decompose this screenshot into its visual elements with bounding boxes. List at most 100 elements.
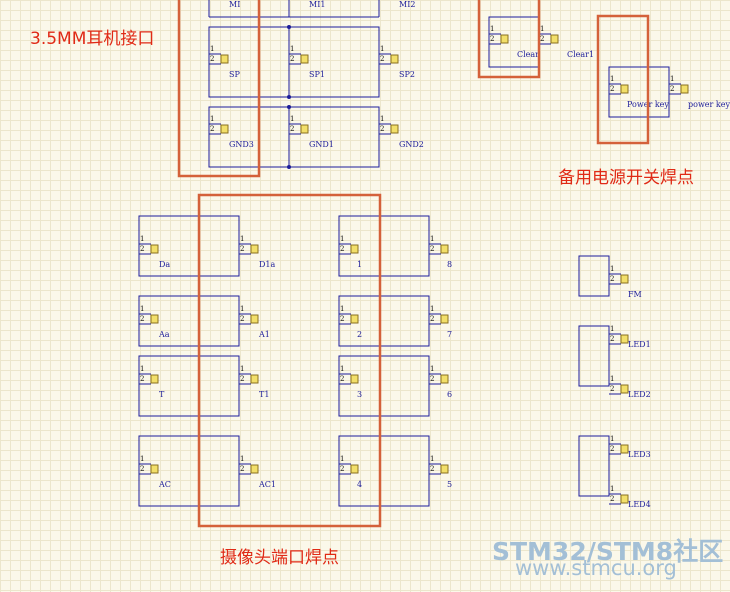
pin-number: 1 — [380, 115, 384, 123]
component-c3: 123 — [339, 365, 362, 399]
pin-number: 1 — [340, 455, 344, 463]
solder-pad — [390, 54, 399, 64]
pin-number: 2 — [670, 85, 674, 93]
pin-number: 1 — [430, 305, 434, 313]
pin-number: 2 — [340, 465, 344, 473]
wire — [338, 435, 430, 507]
pin-number: 2 — [340, 315, 344, 323]
pin-number: 1 — [340, 305, 344, 313]
pin-number: 2 — [140, 375, 144, 383]
component-label: AC1 — [258, 480, 276, 489]
pin-number: 1 — [610, 435, 614, 443]
pin-number: 1 — [610, 75, 614, 83]
pin-number: 1 — [670, 75, 674, 83]
pin-number: 1 — [140, 365, 144, 373]
pin-number: 2 — [140, 465, 144, 473]
solder-pad — [150, 374, 159, 384]
pin-number: 1 — [340, 235, 344, 243]
component-label: SP — [229, 70, 240, 79]
solder-pad — [350, 314, 359, 324]
wire — [578, 325, 610, 387]
solder-pad — [550, 34, 559, 44]
pin-number: 1 — [210, 115, 214, 123]
component-label: MI1 — [309, 0, 325, 9]
pin-number: 1 — [430, 455, 434, 463]
solder-pad — [250, 374, 259, 384]
wire — [138, 295, 240, 347]
watermark-url: www.stmcu.org — [515, 556, 677, 580]
component-label: MI — [229, 0, 240, 9]
pin-number: 2 — [610, 495, 614, 503]
highlight-jack — [177, 0, 261, 178]
solder-pad — [300, 54, 309, 64]
wires — [138, 0, 670, 507]
pin-number: 1 — [240, 235, 244, 243]
component-c6: 126 — [429, 365, 452, 399]
wire — [208, 106, 380, 168]
pin-number: 2 — [290, 55, 294, 63]
component-c7: 127 — [429, 305, 452, 339]
solder-pad — [620, 384, 629, 394]
solder-pad — [220, 124, 229, 134]
component-label: Da — [159, 260, 170, 269]
pin-number: 1 — [140, 235, 144, 243]
pin-number: 2 — [240, 465, 244, 473]
annotation-power: 备用电源开关焊点 — [558, 168, 694, 188]
pin-number: 1 — [540, 25, 544, 33]
solder-pad — [620, 334, 629, 344]
component-label: Clear1 — [567, 50, 594, 59]
pin-number: 2 — [430, 315, 434, 323]
pin-number: 2 — [540, 35, 544, 43]
pin-number: 2 — [430, 375, 434, 383]
wire — [138, 355, 240, 417]
solder-pad — [680, 84, 689, 94]
junction-dot — [287, 95, 291, 99]
component-label: LED3 — [628, 450, 651, 459]
pin-number: 2 — [490, 35, 494, 43]
pin-number: 1 — [140, 305, 144, 313]
component-label: AC — [158, 480, 171, 489]
pin-number: 2 — [290, 125, 294, 133]
solder-pad — [620, 84, 629, 94]
pin-number: 1 — [140, 455, 144, 463]
junction-dot — [287, 25, 291, 29]
pin-number: 2 — [430, 465, 434, 473]
solder-pad — [500, 34, 509, 44]
component-label: 8 — [447, 260, 452, 269]
component-label: 2 — [357, 330, 362, 339]
component-label: LED1 — [628, 340, 651, 349]
solder-pad — [150, 464, 159, 474]
component-label: 3 — [357, 390, 362, 399]
solder-pad — [150, 314, 159, 324]
wire — [578, 435, 610, 497]
component-label: GND2 — [399, 140, 424, 149]
solder-pad — [440, 374, 449, 384]
wire — [138, 215, 240, 277]
component-t: 12T — [139, 365, 165, 399]
pin-number: 1 — [340, 365, 344, 373]
component-label: Clear — [517, 50, 539, 59]
wire — [578, 255, 610, 297]
pin-number: 2 — [610, 445, 614, 453]
component-label: GND3 — [229, 140, 254, 149]
annotation-jack: 3.5MM耳机接口 — [30, 29, 155, 49]
component-label: 5 — [447, 480, 452, 489]
highlight-power — [596, 14, 650, 145]
pin-number: 2 — [430, 245, 434, 253]
pin-number: 1 — [240, 365, 244, 373]
solder-pad — [390, 124, 399, 134]
solder-pad — [250, 464, 259, 474]
component-label: A1 — [258, 330, 270, 339]
